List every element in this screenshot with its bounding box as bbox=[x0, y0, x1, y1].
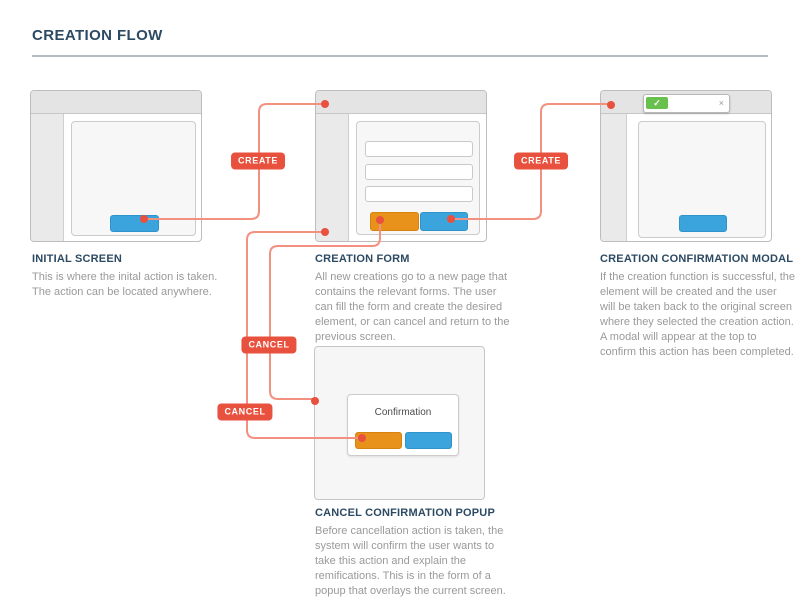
confirmation-card: Confirmation bbox=[347, 394, 459, 456]
create-action-button bbox=[679, 215, 727, 232]
form-input-2 bbox=[365, 164, 473, 180]
page-title: CREATION FLOW bbox=[32, 27, 163, 44]
title-divider bbox=[32, 55, 768, 57]
window-sidebar bbox=[601, 114, 627, 241]
success-check-icon: ✓ bbox=[646, 97, 668, 109]
window-sidebar bbox=[316, 114, 349, 241]
initial-screen-wireframe bbox=[30, 90, 202, 242]
section-description: If the creation function is successful, … bbox=[600, 271, 796, 358]
section-description: Before cancellation action is taken, the… bbox=[315, 525, 506, 597]
form-input-3 bbox=[365, 186, 473, 202]
section-heading: CREATION FORM bbox=[315, 253, 410, 265]
popup-keep-button bbox=[405, 432, 452, 449]
window-sidebar bbox=[31, 114, 64, 241]
create-action-button bbox=[110, 215, 159, 232]
cancel-popup-wireframe: Confirmation bbox=[314, 346, 485, 500]
form-cancel-button bbox=[370, 212, 419, 231]
create-label-2: CREATE bbox=[514, 152, 568, 170]
cancel-label-1: CANCEL bbox=[241, 336, 297, 354]
section-heading: CANCEL CONFIRMATION POPUP bbox=[315, 507, 495, 519]
creation-form-caption: CREATION FORM All new creations go to a … bbox=[315, 253, 515, 345]
success-toast: ✓ × bbox=[643, 94, 730, 113]
content-panel bbox=[71, 121, 196, 236]
create-label-1: CREATE bbox=[231, 152, 285, 170]
confirmation-card-title: Confirmation bbox=[374, 407, 432, 418]
section-heading: INITIAL SCREEN bbox=[32, 253, 122, 265]
cancel-popup-caption: CANCEL CONFIRMATION POPUP Before cancell… bbox=[315, 507, 515, 599]
section-description: This is where the inital action is taken… bbox=[32, 271, 218, 298]
popup-confirm-cancel-button bbox=[355, 432, 402, 449]
confirmation-modal-wireframe: ✓ × bbox=[600, 90, 772, 242]
form-create-button bbox=[420, 212, 468, 231]
cancel-label-2: CANCEL bbox=[217, 403, 273, 421]
section-heading: CREATION CONFIRMATION MODAL bbox=[600, 253, 794, 265]
initial-screen-caption: INITIAL SCREEN This is where the inital … bbox=[32, 253, 242, 300]
window-header-bar bbox=[316, 91, 486, 114]
form-panel bbox=[356, 121, 480, 235]
content-panel bbox=[638, 121, 766, 238]
creation-form-wireframe bbox=[315, 90, 487, 242]
close-icon: × bbox=[718, 98, 724, 108]
section-description: All new creations go to a new page that … bbox=[315, 271, 510, 343]
window-header-bar bbox=[31, 91, 201, 114]
form-input-1 bbox=[365, 141, 473, 157]
confirmation-modal-caption: CREATION CONFIRMATION MODAL If the creat… bbox=[600, 253, 800, 360]
